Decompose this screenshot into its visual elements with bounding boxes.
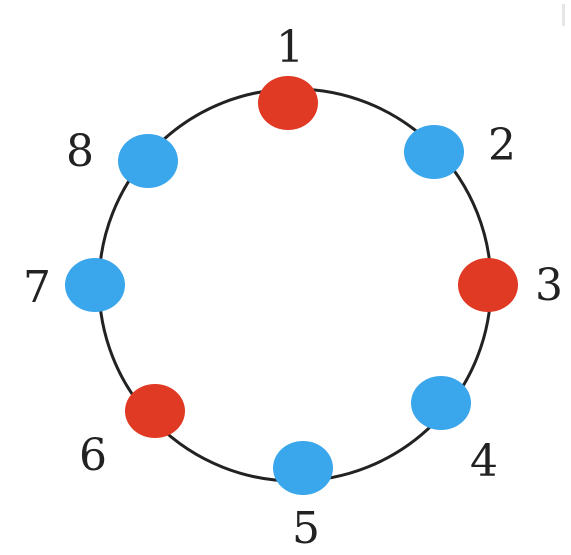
nodes-layer: [65, 76, 518, 495]
node-label-3: 3: [535, 260, 563, 311]
node-2-blue: [404, 125, 464, 179]
node-3-red: [458, 258, 518, 312]
node-5-blue: [273, 441, 333, 495]
node-4-blue: [411, 376, 471, 430]
labels-layer: 1 2 3 4 5 6 7 8: [23, 22, 563, 554]
node-label-5: 5: [292, 503, 320, 554]
node-label-6: 6: [79, 430, 107, 481]
node-6-red: [125, 384, 185, 438]
node-7-blue: [65, 258, 125, 312]
node-label-4: 4: [470, 436, 498, 487]
node-1-red: [258, 76, 318, 130]
edge-artifact: [562, 4, 565, 26]
node-label-2: 2: [488, 120, 516, 171]
node-label-1: 1: [276, 22, 304, 73]
node-8-blue: [118, 134, 178, 188]
node-label-7: 7: [23, 262, 51, 313]
node-label-8: 8: [66, 126, 94, 177]
